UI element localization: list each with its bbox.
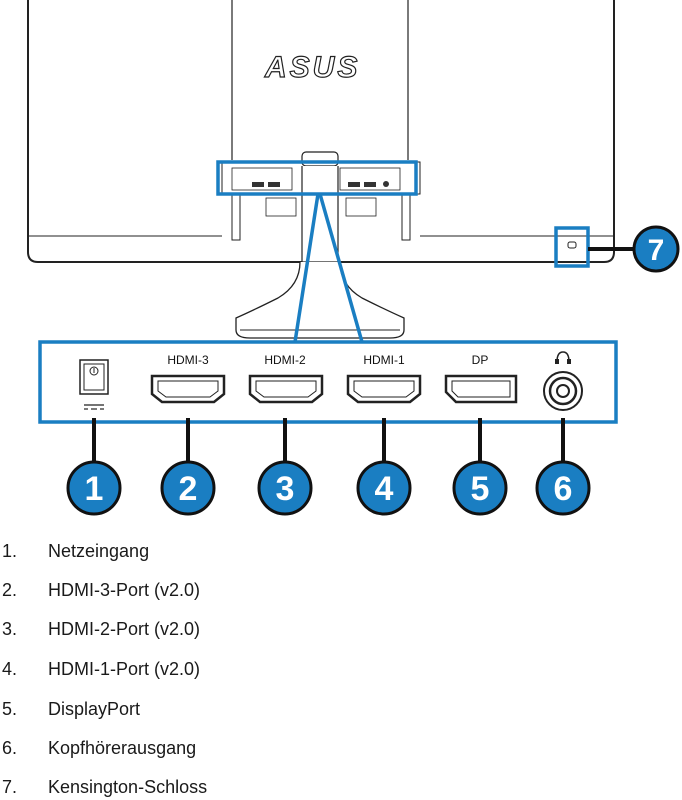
legend-number: 3. [2, 619, 18, 639]
port-label-hdmi-2: HDMI-2 [264, 353, 306, 367]
legend-label: HDMI-1-Port (v2.0) [48, 659, 201, 679]
legend-label: Kopfhörerausgang [48, 738, 197, 758]
legend-number: 2. [2, 580, 18, 600]
hdmi-port-icon [248, 374, 324, 404]
svg-text:ASUS: ASUS [264, 51, 360, 84]
svg-text:6: 6 [554, 470, 573, 508]
legend-number: 1. [2, 541, 18, 561]
callout-5: 5 [452, 460, 508, 516]
legend-label: DisplayPort [48, 699, 141, 719]
headphone-icon [555, 351, 571, 364]
svg-text:7: 7 [648, 234, 665, 267]
callout-1: 1 [66, 460, 122, 516]
legend-number: 7. [2, 777, 18, 797]
legend-number: 6. [2, 738, 18, 758]
leader-lines [92, 247, 638, 462]
connector-lines [293, 193, 364, 343]
port-label-hdmi-3: HDMI-3 [167, 353, 209, 367]
legend-number: 5. [2, 699, 18, 719]
svg-text:4: 4 [375, 470, 394, 508]
asus-logo: ASUS [263, 50, 360, 84]
kensington-lock-icon [567, 241, 577, 249]
legend-label: Kensington-Schloss [48, 777, 208, 797]
legend-label: HDMI-2-Port (v2.0) [48, 619, 201, 639]
headphone-jack [543, 371, 583, 411]
svg-text:2: 2 [179, 470, 198, 508]
port-label-dp: DP [472, 353, 489, 367]
callout-6: 6 [535, 460, 591, 516]
displayport-icon [444, 374, 518, 404]
power-socket-icon [79, 359, 109, 410]
hdmi-port-icon [150, 374, 226, 404]
port-panel [38, 340, 618, 424]
legend-number: 4. [2, 659, 18, 679]
hdmi-port-icon [346, 374, 422, 404]
callout-2: 2 [160, 460, 216, 516]
callout-7: 7 [632, 225, 680, 273]
legend-label: Netzeingang [48, 541, 150, 561]
svg-text:1: 1 [85, 470, 104, 508]
callout-4: 4 [356, 460, 412, 516]
monitor-rear-diagram: ASUS HDMI-3 HDMI-2 HDMI-1 DP [27, 0, 680, 516]
svg-text:5: 5 [471, 470, 490, 508]
svg-text:3: 3 [276, 470, 295, 508]
legend-label: HDMI-3-Port (v2.0) [48, 580, 201, 600]
callout-3: 3 [257, 460, 313, 516]
port-label-hdmi-1: HDMI-1 [363, 353, 405, 367]
